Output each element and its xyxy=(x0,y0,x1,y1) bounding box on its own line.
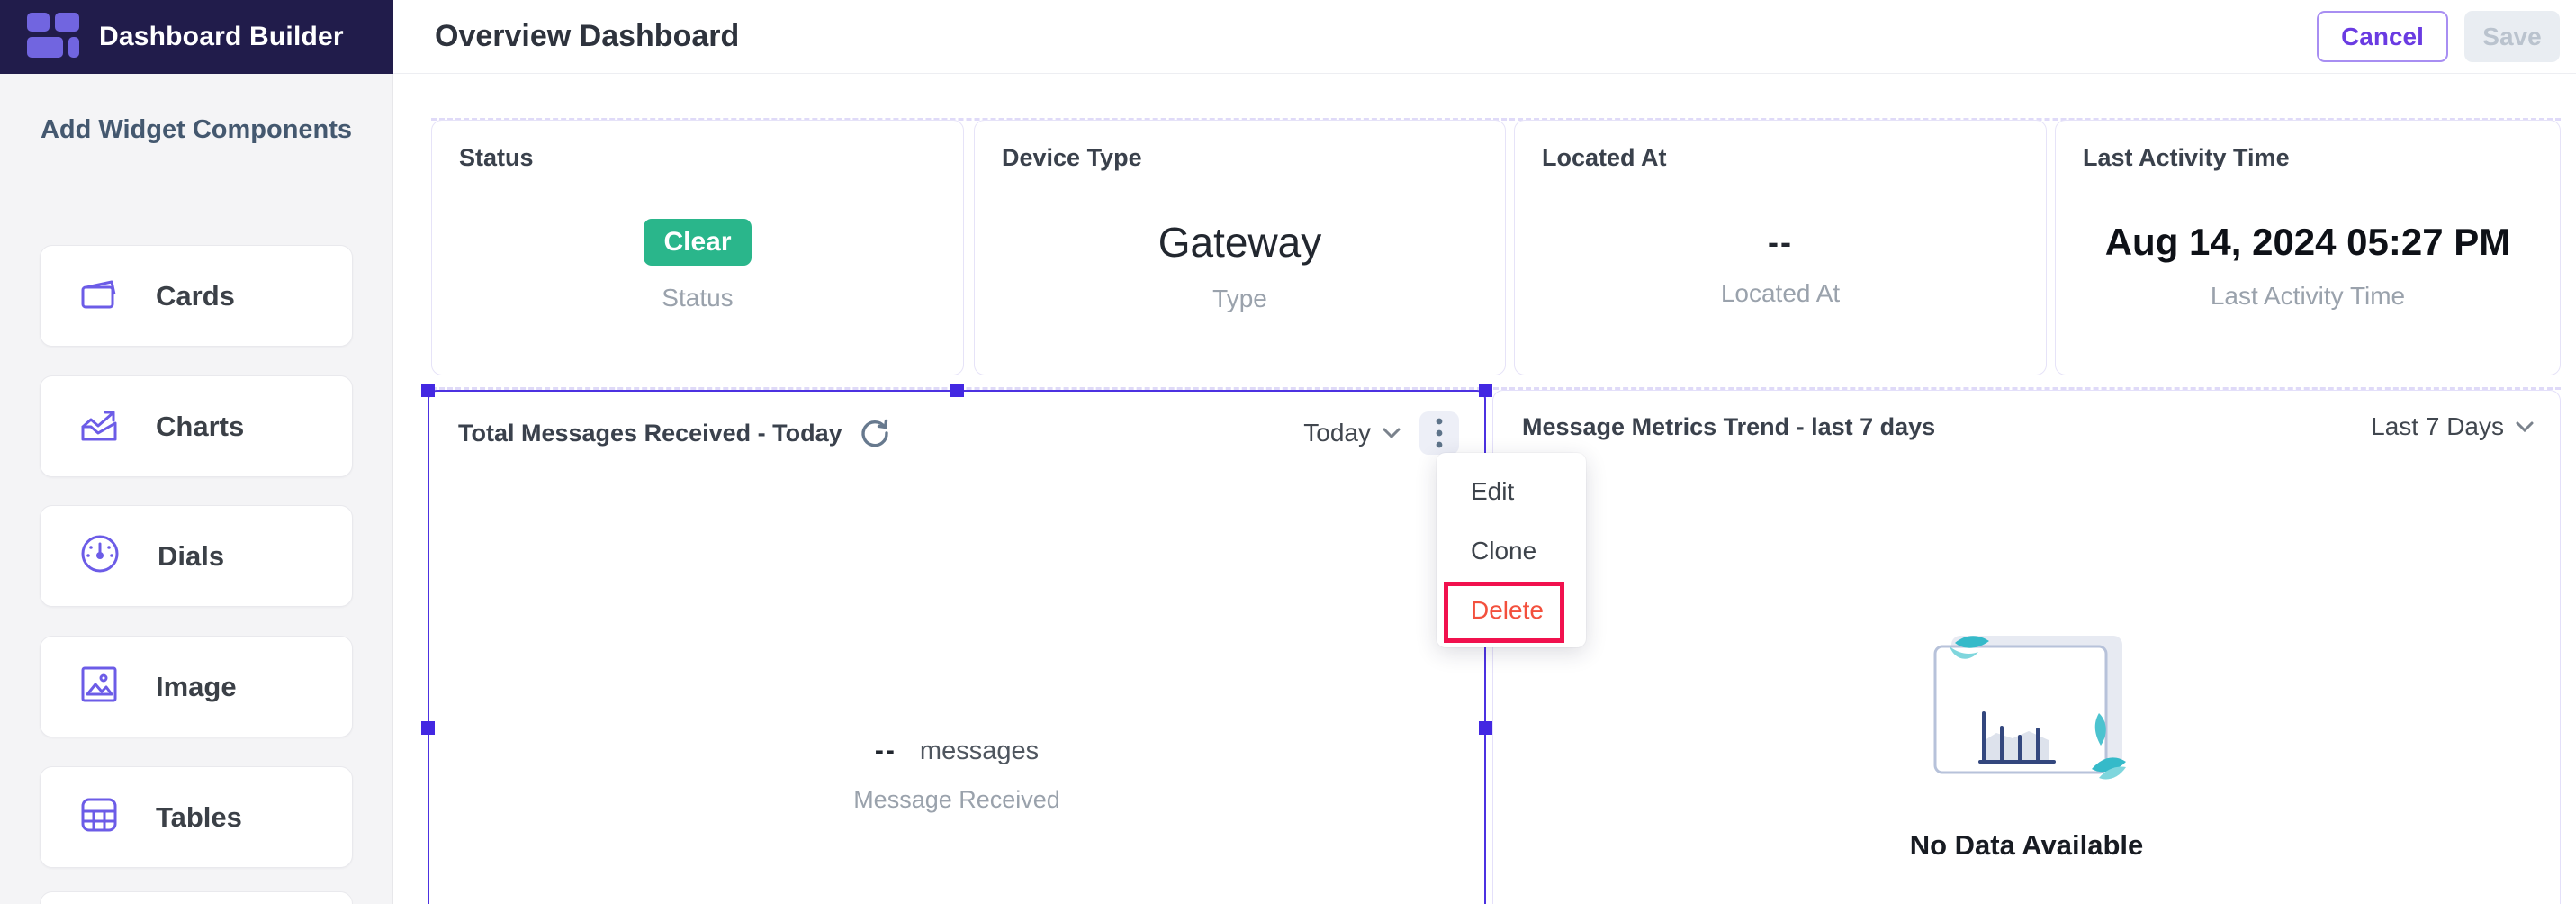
widget-last-activity-card[interactable]: Last Activity Time Aug 14, 2024 05:27 PM… xyxy=(2055,120,2561,375)
status-badge: Clear xyxy=(644,218,752,266)
message-received-label: Message Received xyxy=(853,786,1060,813)
widget-total-messages[interactable]: Total Messages Received - Today Today xyxy=(428,390,1486,904)
resize-handle-top-middle[interactable] xyxy=(950,384,964,397)
sidebar-item-image[interactable]: Image xyxy=(40,636,353,737)
menu-item-edit[interactable]: Edit xyxy=(1471,477,1515,505)
chevron-down-icon xyxy=(1383,428,1401,439)
widget-title: Total Messages Received - Today xyxy=(458,419,842,447)
save-button[interactable]: Save xyxy=(2464,11,2560,62)
range-dropdown-last-7-days[interactable]: Last 7 Days xyxy=(2371,412,2535,441)
sidebar-item-label: Cards xyxy=(156,279,235,312)
widget-title: Device Type xyxy=(1002,144,1142,171)
menu-item-delete[interactable]: Delete xyxy=(1471,596,1544,624)
chevron-down-icon xyxy=(2516,421,2534,433)
tables-icon xyxy=(80,797,118,837)
refresh-icon[interactable] xyxy=(859,417,891,449)
cards-icon xyxy=(80,276,118,316)
widget-located-at-card[interactable]: Located At -- Located At xyxy=(1514,120,2047,375)
sidebar-item-label: Image xyxy=(156,670,237,702)
grid-guide-line xyxy=(431,387,2561,390)
no-data-text: No Data Available xyxy=(1909,829,2144,861)
widget-title: Status xyxy=(459,144,534,171)
stat-value: Gateway xyxy=(1157,218,1322,266)
sidebar: Add Widget Components Cards Charts xyxy=(0,74,393,904)
stat-label: Type xyxy=(1212,284,1267,312)
stat-value: Aug 14, 2024 05:27 PM xyxy=(2104,220,2511,263)
sidebar-item-dials[interactable]: Dials xyxy=(40,505,353,607)
brand-title: Dashboard Builder xyxy=(99,22,344,51)
message-count-unit: messages xyxy=(919,737,1040,765)
sidebar-item-cards[interactable]: Cards xyxy=(40,245,353,347)
widget-message-metrics-trend[interactable]: Message Metrics Trend - last 7 days Last… xyxy=(1492,390,2561,904)
topbar-actions: Cancel Save xyxy=(2317,11,2560,62)
message-count-value: -- xyxy=(874,736,896,765)
menu-item-clone[interactable]: Clone xyxy=(1471,537,1537,565)
widget-title: Located At xyxy=(1542,144,1667,171)
image-icon xyxy=(80,665,118,708)
resize-handle-top-right[interactable] xyxy=(1479,384,1492,397)
range-dropdown-today[interactable]: Today xyxy=(1303,419,1401,447)
sidebar-item-label: Tables xyxy=(156,800,242,833)
stat-label: Status xyxy=(662,283,734,312)
resize-handle-mid-left[interactable] xyxy=(421,721,435,735)
topbar: Overview Dashboard Cancel Save xyxy=(393,0,2576,74)
widget-status-card[interactable]: Status Clear Status xyxy=(431,120,964,375)
dashboard-builder-logo-icon xyxy=(27,12,79,62)
stat-label: Located At xyxy=(1720,278,1841,307)
sidebar-item-charts[interactable]: Charts xyxy=(40,375,353,477)
sidebar-heading: Add Widget Components xyxy=(40,115,353,144)
dials-icon xyxy=(80,534,120,578)
resize-handle-top-left[interactable] xyxy=(421,384,435,397)
stat-label: Last Activity Time xyxy=(2210,281,2406,310)
sidebar-item-label: Charts xyxy=(156,410,245,442)
widget-device-type-card[interactable]: Device Type Gateway Type xyxy=(974,120,1506,375)
widget-context-menu: Edit Clone Delete xyxy=(1437,453,1586,647)
widget-title: Message Metrics Trend - last 7 days xyxy=(1522,412,1936,440)
grid-guide-line xyxy=(431,118,2561,121)
widget-title: Last Activity Time xyxy=(2083,144,2290,171)
page-title: Overview Dashboard xyxy=(435,19,740,53)
charts-icon xyxy=(80,405,118,447)
sidebar-item-label: Dials xyxy=(158,539,225,572)
cancel-button[interactable]: Cancel xyxy=(2317,11,2448,62)
resize-handle-mid-right[interactable] xyxy=(1479,721,1492,735)
kebab-menu-icon[interactable] xyxy=(1419,411,1459,455)
sidebar-item-partial[interactable] xyxy=(40,891,353,904)
stat-value: -- xyxy=(1768,222,1793,260)
sidebar-item-tables[interactable]: Tables xyxy=(40,766,353,868)
no-data-illustration xyxy=(1923,627,2131,799)
brand-header: Dashboard Builder xyxy=(0,0,393,74)
